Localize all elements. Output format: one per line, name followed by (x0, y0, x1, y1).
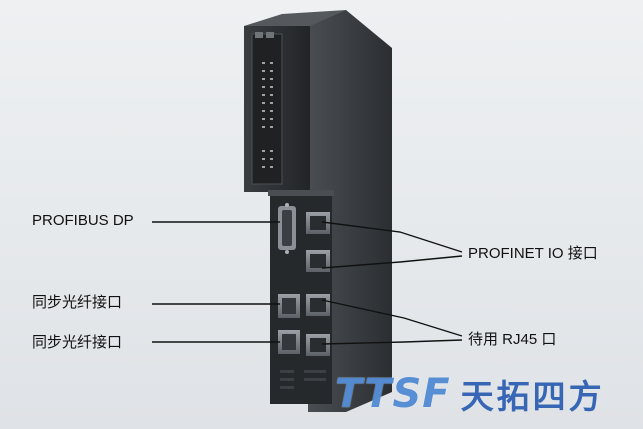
profinet-port-1 (306, 212, 330, 234)
brand-watermark: TTSF 天拓四方 (335, 366, 635, 422)
module-top-cap (244, 10, 346, 26)
label-sync-fiber-2: 同步光纤接口 (32, 334, 123, 351)
watermark-latin: TTSF (335, 371, 451, 417)
profibus-dp-port (278, 203, 296, 254)
leader-profinet-1 (321, 221, 463, 253)
label-sync-fiber-1: 同步光纤接口 (32, 294, 123, 311)
leader-lines (152, 221, 463, 345)
label-profibus-dp: PROFIBUS DP (32, 212, 134, 229)
status-panel (251, 33, 283, 185)
watermark-cjk: 天拓四方 (460, 377, 605, 416)
sync-fiber-port-1 (278, 294, 300, 318)
leader-rj45-1 (321, 299, 463, 337)
label-spare-rj45: 待用 RJ45 口 (468, 331, 557, 348)
spare-rj45-port-2 (306, 334, 330, 356)
bottom-vents (280, 370, 326, 389)
label-profinet-io: PROFINET IO 接口 (468, 245, 598, 262)
leader-rj45-2 (321, 339, 463, 345)
led-indicators (262, 62, 273, 168)
leader-profinet-2 (321, 255, 463, 269)
spare-rj45-port-1 (306, 294, 330, 316)
profinet-port-2 (306, 250, 330, 272)
sync-fiber-port-2 (278, 330, 300, 354)
